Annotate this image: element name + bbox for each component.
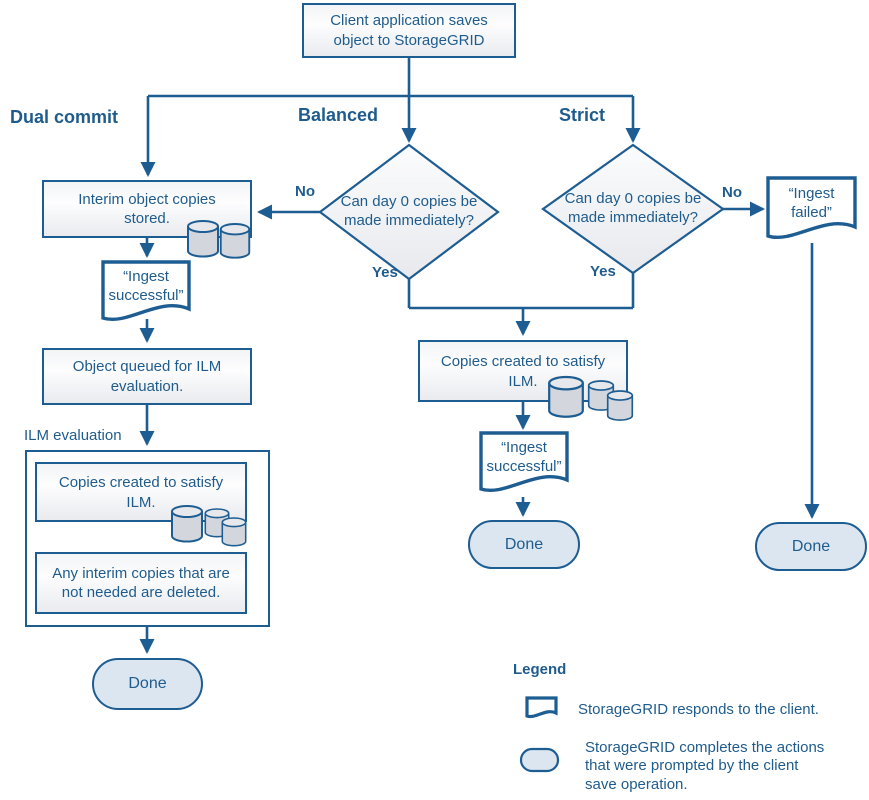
ingest-failed-text-strict: “Ingest failed” [788,185,835,221]
edge-label-no-strict: No [722,184,742,201]
legend-document-item-text: StorageGRID responds to the client. [578,701,819,718]
legend-stadium-icon [519,747,560,773]
legend-document-icon [525,696,558,719]
balanced-decision-text: Can day 0 copies be made immediately? [340,193,478,229]
interim-copies-box: Interim object copies stored. [42,180,252,238]
balanced-copies-created-box: Copies created to satisfy ILM. [418,340,628,402]
ingest-successful-text-balanced: “Ingest successful” [486,439,562,475]
legend-stadium-item-text: StorageGRID completes the actions that w… [585,739,825,793]
legend-title: Legend [513,661,567,678]
done-terminal-strict: Done [755,522,867,571]
branch-label-balanced: Balanced [298,105,379,125]
ilm-copies-created-box: Copies created to satisfy ILM. [35,462,247,522]
done-terminal-balanced: Done [468,520,580,569]
edge-label-no-balanced: No [295,183,315,200]
branch-label-strict: Strict [559,105,606,125]
edge-label-yes-strict: Yes [590,263,616,280]
object-queued-box: Object queued for ILM evaluation. [42,348,252,405]
interim-deleted-box: Any interim copies that are not needed a… [35,552,247,614]
ilm-evaluation-section-label: ILM evaluation [24,427,122,444]
ingest-successful-text-dual: “Ingest successful” [108,268,184,304]
done-terminal-dual-commit: Done [92,658,203,710]
strict-decision-text: Can day 0 copies be made immediately? [564,190,702,226]
branch-label-dual-commit: Dual commit [10,107,119,127]
start-box: Client application saves object to Stora… [302,3,516,58]
edge-label-yes-balanced: Yes [372,264,398,281]
